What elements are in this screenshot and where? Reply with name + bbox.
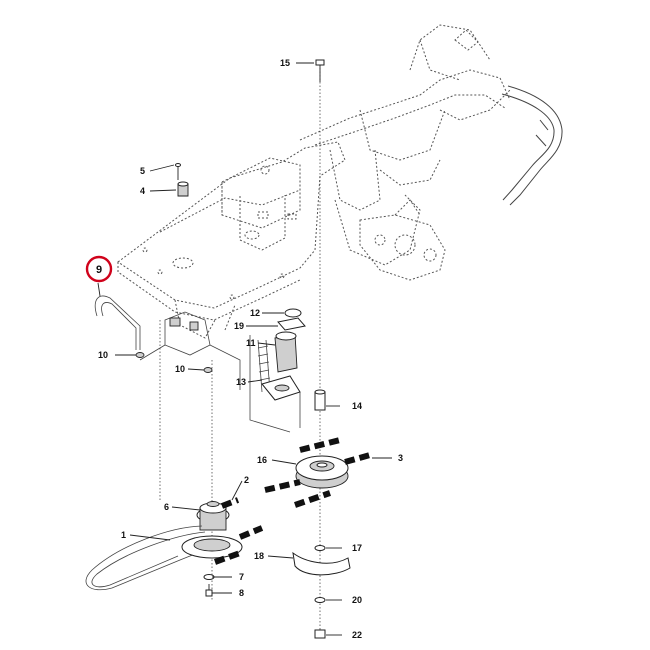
part-1-belt [85,525,264,591]
linkage-bracket [139,311,241,390]
callout-8: 8 [239,588,244,598]
part-22-bolt [314,629,326,639]
part-9-rod [94,295,141,350]
callout-10a: 10 [98,350,108,360]
highlighted-callout-9[interactable]: 9 [85,255,113,283]
callout-17: 17 [352,543,362,553]
callout-19: 19 [234,321,244,331]
part-4-bushing [177,181,189,197]
callout-18: 18 [254,551,264,561]
part-8-bolt [205,584,213,597]
tensioner-assembly [249,308,306,433]
callout-12: 12 [250,308,260,318]
callout-15: 15 [280,58,290,68]
part-20-washer [314,597,326,603]
callout-16: 16 [257,455,267,465]
callout-13: 13 [236,377,246,387]
callout-4: 4 [140,186,145,196]
callout-22: 22 [352,630,362,640]
callout-2: 2 [244,475,249,485]
drive-pulley-2 [196,497,240,531]
callout-9: 9 [96,264,102,276]
part-18-guard [292,551,351,576]
part-14-bushing [314,389,326,411]
callout-14: 14 [352,401,362,411]
leader-lines [97,62,392,636]
callout-20: 20 [352,595,362,605]
part-15-bolt [315,59,325,82]
idler-pulley-16 [264,437,371,508]
callout-7: 7 [239,572,244,582]
callout-1: 1 [121,530,126,540]
part-10a-nut [135,352,145,358]
callout-6: 6 [164,502,169,512]
part-17-washer [314,545,326,551]
callout-3: 3 [398,453,403,463]
callout-10b: 10 [175,364,185,374]
mower-frame [117,24,511,339]
part-10b-nut [203,367,213,373]
callout-labels: 15 5 4 12 19 11 13 14 10 10 16 3 2 6 1 7… [98,58,403,640]
callout-11: 11 [246,338,256,348]
part-5-pin [175,163,181,180]
assembly-axes [159,68,321,636]
callout-5: 5 [140,166,145,176]
handle-rail [501,85,563,206]
